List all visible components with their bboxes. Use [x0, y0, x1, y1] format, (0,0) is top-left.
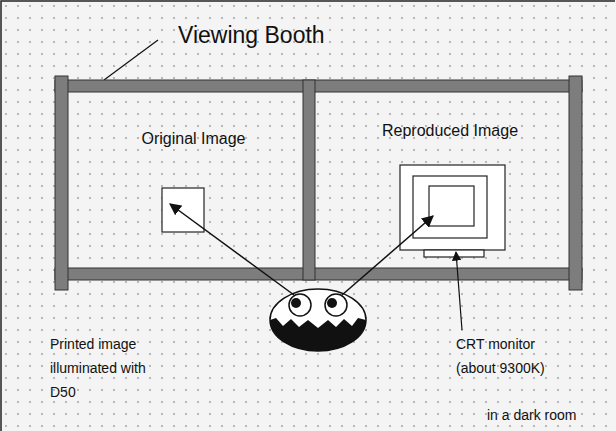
sight-arrow	[170, 204, 294, 295]
printed-image	[162, 188, 204, 232]
booth-frame	[55, 76, 582, 290]
booth-label: Viewing Booth	[178, 20, 378, 50]
leader-line	[456, 252, 462, 330]
viewer-face	[270, 289, 366, 351]
leader-line	[104, 40, 158, 80]
booth-compartment: Reproduced Image	[315, 92, 585, 268]
callout-label: Printed image illuminated with D50	[50, 332, 162, 404]
callout-label: CRT monitor (about 9300K)	[456, 332, 568, 380]
compartment-title: Reproduced Image	[315, 122, 585, 140]
crt-monitor	[400, 165, 505, 257]
note-label: in a dark room	[487, 403, 607, 427]
compartment-title: Original Image	[68, 130, 319, 148]
booth-compartment: Original Image	[68, 92, 319, 268]
sight-arrow	[342, 216, 433, 295]
